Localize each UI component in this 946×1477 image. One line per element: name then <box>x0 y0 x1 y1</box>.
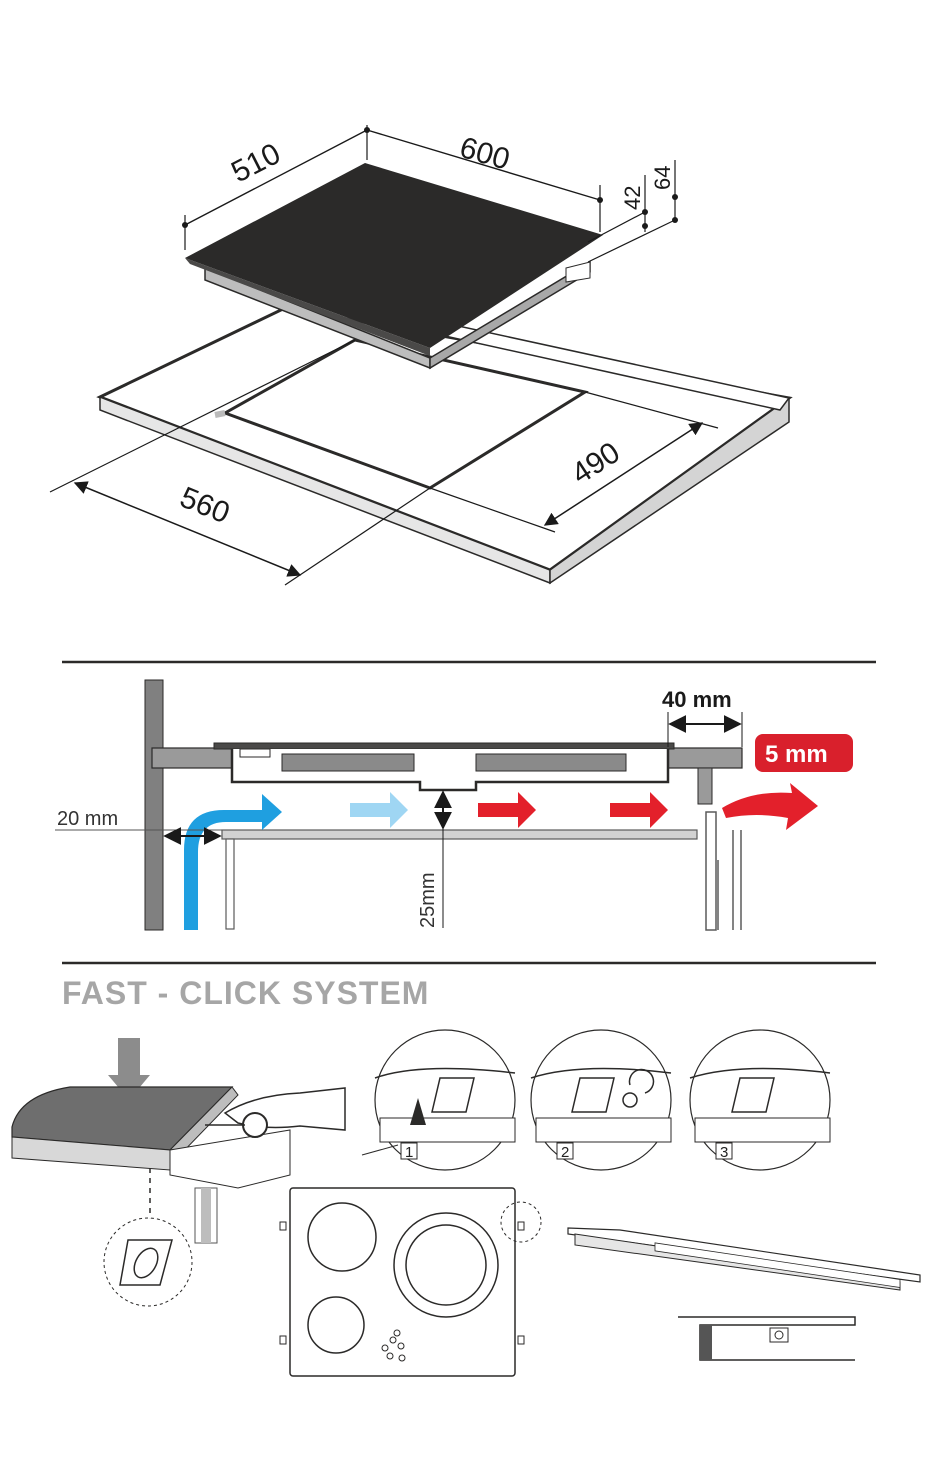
dimension-42-label: 42 <box>620 186 645 210</box>
hob-glass-top <box>185 163 603 348</box>
cooking-zone-top-left <box>307 1202 377 1272</box>
step-3-number: 3 <box>720 1144 728 1161</box>
dimension-64-label: 64 <box>650 166 675 190</box>
hot-air-arrow-2 <box>610 792 668 828</box>
cabinet-shelf <box>221 829 698 840</box>
hob-top-view <box>279 1187 542 1377</box>
dimension-25mm-label: 25mm <box>417 872 439 928</box>
dimension-510-label: 510 <box>226 137 286 189</box>
cooking-zone-large <box>393 1212 499 1318</box>
dimension-20mm-label: 20 mm <box>57 808 118 830</box>
step-1-number: 1 <box>405 1144 413 1161</box>
exhaust-air-arrow <box>722 783 818 830</box>
hob-section <box>213 742 675 792</box>
clip-icon <box>119 1239 173 1286</box>
fast-click-section: FAST - CLICK SYSTEM <box>11 975 921 1377</box>
clip-icon-step3 <box>731 1077 775 1113</box>
dimension-600-label: 600 <box>456 131 513 177</box>
dimension-25mm: 25mm <box>417 790 452 928</box>
dimension-560-label: 560 <box>175 481 234 530</box>
fast-click-title: FAST - CLICK SYSTEM <box>62 975 429 1011</box>
hob-appliance <box>185 163 603 370</box>
dimension-20mm: 20 mm <box>55 808 222 845</box>
step-1-detail: 1 <box>361 1029 516 1171</box>
ventilation-section: 20 mm 25mm 40 mm 5 mm <box>55 660 876 965</box>
cool-air-arrow <box>350 792 408 828</box>
dimension-40mm: 40 mm <box>662 687 743 747</box>
hot-air-arrow-1 <box>478 792 536 828</box>
hob-insertion-illustration <box>11 1038 346 1307</box>
step-2-number: 2 <box>561 1144 569 1161</box>
cooking-zone-bottom-left <box>307 1296 365 1354</box>
wall <box>144 679 164 931</box>
hob-dimension-drawing: 510 600 42 64 490 <box>49 125 793 586</box>
screw-icon <box>622 1092 638 1108</box>
support-block <box>697 767 713 805</box>
rear-gap-badge: 5 mm <box>755 734 853 772</box>
rear-gap-label: 5 mm <box>765 741 828 768</box>
step-2-detail: 2 <box>530 1029 672 1171</box>
hob-edge-detail <box>678 1316 856 1361</box>
clip-icon-step1 <box>431 1077 475 1113</box>
dimension-40mm-label: 40 mm <box>662 687 732 712</box>
cabinet-side <box>225 838 235 930</box>
step-3-detail: 3 <box>689 1029 831 1171</box>
cold-air-flow-arrow <box>184 794 282 930</box>
control-knobs <box>381 1329 406 1362</box>
hob-side-view <box>567 1227 921 1291</box>
dimension-depth: 42 64 <box>587 160 678 263</box>
front-panel <box>705 811 717 931</box>
clip-icon-step2 <box>571 1077 615 1113</box>
side-clips <box>279 1221 525 1345</box>
